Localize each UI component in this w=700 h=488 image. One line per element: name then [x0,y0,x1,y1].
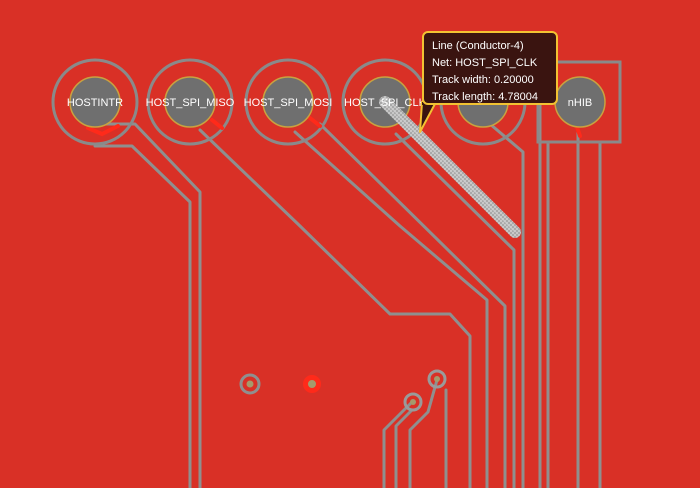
track-via-b-route[interactable] [408,378,439,488]
pad-clearance-host-spi-mosi [244,58,332,146]
pad-hostintr[interactable] [69,76,121,128]
via-center [410,399,416,405]
pad-host-spi-miso[interactable] [164,76,216,128]
pad-label-host-spi-clk: HOST_SPI_CLK [344,97,427,109]
pad-label-host-spi-miso: HOST_SPI_MISO [146,97,235,109]
track-hostintr[interactable] [93,122,202,488]
thermal-spoke [210,118,224,130]
via-center [308,380,316,388]
track-host-spi-mosi[interactable] [293,130,489,488]
track-host-spi-miso[interactable] [198,128,472,488]
thermal-spoke [308,116,322,128]
pad-host-spi-mosi[interactable] [262,76,314,128]
tooltip-net-line: Net: HOST_SPI_CLK [432,57,538,69]
tooltip-object-line: Line (Conductor-4) [432,40,524,52]
pad-label-host-spi-mosi: HOST_SPI_MOSI [244,97,333,109]
tooltip-pointer [419,101,437,133]
track-hostintr-clearance[interactable] [93,144,192,488]
pad-clearance-host-spi-miso [146,58,234,146]
pad-clearance-hostintr [51,58,139,146]
tooltip-track-length-line: Track length: 4.78004 [432,91,538,103]
track-host-spi-clk-b[interactable] [394,132,516,488]
track-info-tooltip: Line (Conductor-4) Net: HOST_SPI_CLK Tra… [422,31,558,105]
via-center [434,376,440,382]
thermal-spoke [86,124,120,137]
track-net-5[interactable] [488,122,525,488]
via-center [246,380,254,388]
track-via-a-route[interactable] [382,400,414,488]
tooltip-track-width-line: Track width: 0.20000 [432,74,534,86]
via-ring[interactable] [403,392,423,412]
pad-label-nhib: nHIB [568,97,592,109]
via-ring[interactable] [427,369,447,389]
track-via-a-route-2[interactable] [394,408,414,488]
selected-track-edge [384,101,516,233]
via-ring[interactable] [239,373,261,395]
track-host-spi-clk-outline[interactable] [318,122,507,488]
pad-label-hostintr: HOSTINTR [67,97,123,109]
